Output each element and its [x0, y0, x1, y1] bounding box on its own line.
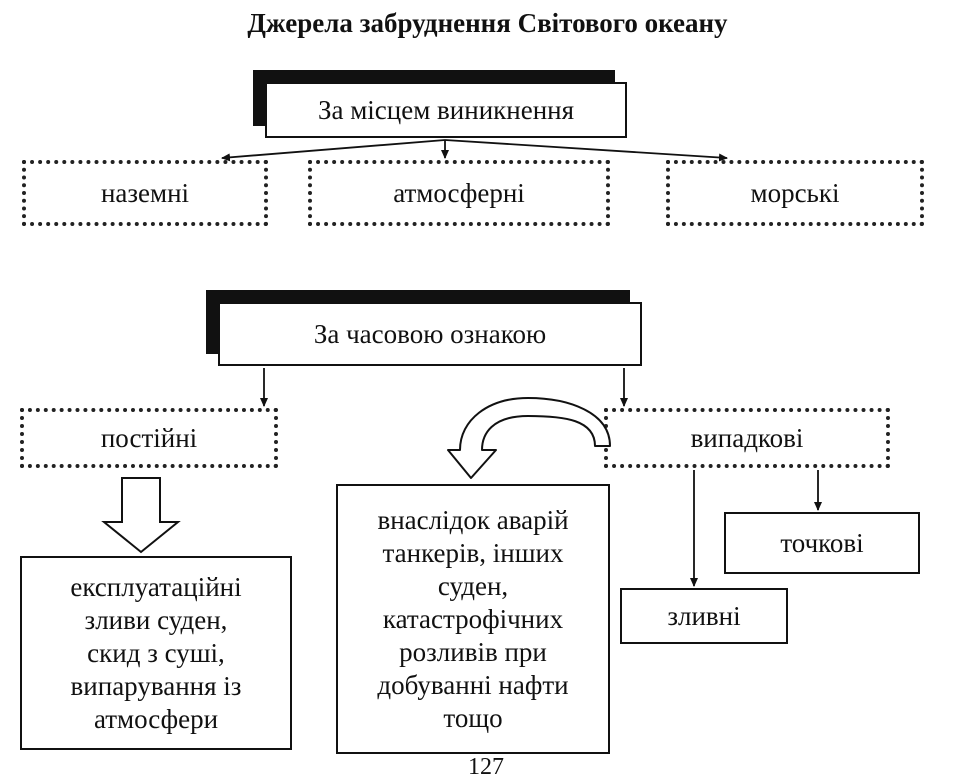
item-random: випадкові [604, 408, 890, 468]
place-header-box: За місцем виникнення [265, 82, 627, 138]
item-atmospheric: атмосферні [308, 160, 610, 226]
time-header-box: За часовою ознакою [218, 302, 642, 366]
item-land: наземні [22, 160, 268, 226]
arrow-to-land [221, 139, 446, 162]
item-marine: морські [666, 160, 924, 226]
point-sources-box: точкові [724, 512, 920, 574]
item-permanent: постійні [20, 408, 278, 468]
page-number: 127 [468, 754, 504, 780]
block-down-arrow-icon [101, 477, 181, 554]
arrow-to-marine [444, 139, 728, 162]
accident-detail-box: внаслідок аварій танкерів, інших суден, … [336, 484, 610, 754]
discharge-sources-box: зливні [620, 588, 788, 644]
permanent-detail-box: експлуатаційні зливи суден, скид з суші,… [20, 556, 292, 750]
u-turn-arrow-icon [447, 397, 611, 479]
diagram-title: Джерела забруднення Світового океану [247, 8, 728, 38]
